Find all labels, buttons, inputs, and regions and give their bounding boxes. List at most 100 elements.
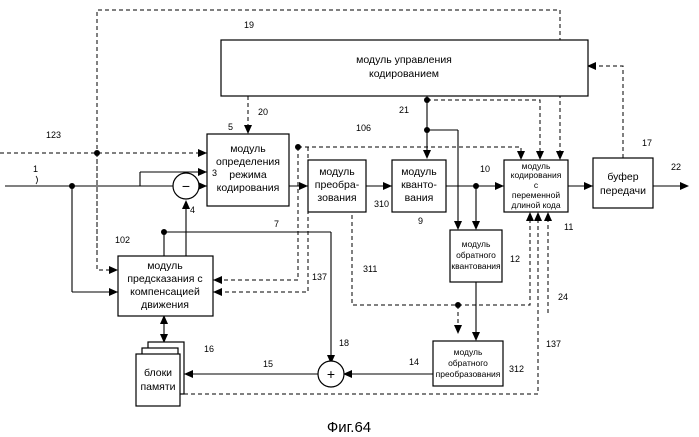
- mode-decision-label-1: модуль: [230, 143, 266, 155]
- ref-310: 310: [374, 199, 389, 209]
- transform-label-3: зования: [317, 192, 356, 204]
- arrow-bottom-up: [534, 212, 542, 221]
- junction-mode: [295, 144, 301, 150]
- ref-11: 11: [564, 222, 573, 232]
- junction-21b: [424, 127, 430, 133]
- ref-5: 5: [228, 122, 233, 132]
- arrow-into-vlc: [495, 182, 504, 190]
- arrow-into-vlc-2: [536, 151, 544, 160]
- ref-12: 12: [510, 254, 520, 264]
- arrow-dashed-into-it: [454, 325, 462, 334]
- subtractor-symbol: −: [182, 178, 190, 194]
- arrow-24-up: [544, 212, 552, 221]
- adder: +: [318, 361, 344, 387]
- arrow-output: [680, 182, 689, 190]
- junction-123: [94, 150, 100, 156]
- tx-buffer-box: [593, 158, 653, 208]
- mode-decision-label-4: кодирования: [217, 182, 280, 194]
- vlc-label-2: кодирования: [511, 170, 562, 180]
- block-memory: блоки памяти: [136, 342, 184, 406]
- subtractor: −: [173, 173, 199, 199]
- quantization-label-2: кванто-: [401, 179, 437, 191]
- arrow-into-transform: [299, 182, 308, 190]
- inverse-transform-label-3: преобразования: [436, 369, 501, 379]
- arrow-into-mode-from-control: [244, 125, 252, 134]
- junction-iq: [455, 302, 461, 308]
- ref-137b: 137: [546, 339, 561, 349]
- vlc-label-4: переменной: [512, 190, 560, 200]
- transform-label-1: модуль: [319, 166, 355, 178]
- block-coding-control: модуль управления кодированием: [221, 40, 588, 96]
- ref-10: 10: [480, 164, 490, 174]
- memory-label-2: памяти: [140, 381, 175, 393]
- ref-311: 311: [363, 264, 377, 274]
- vlc-label-5: длиной кода: [511, 200, 561, 210]
- junction-21a: [424, 97, 430, 103]
- arrow-into-iq-1: [454, 221, 462, 230]
- tx-buffer-label-1: буфер: [607, 171, 638, 183]
- arrow-into-mc-top: [109, 266, 118, 274]
- arrow-into-subtractor-bottom: [182, 200, 190, 209]
- arrow-into-quant-top: [423, 150, 431, 159]
- motion-comp-label-4: движения: [141, 299, 189, 311]
- mode-decision-label-3: режима: [229, 169, 267, 181]
- ref-4: 4: [190, 205, 195, 215]
- ref-312: 312: [509, 364, 524, 374]
- ref-102: 102: [115, 235, 130, 245]
- quantization-label-3: вания: [405, 192, 434, 204]
- ref-137a: 137: [312, 272, 327, 282]
- arrow-into-mode-top: [198, 168, 207, 176]
- junction-input: [69, 183, 75, 189]
- ref-19: 19: [244, 20, 254, 30]
- ref-15: 15: [263, 359, 273, 369]
- ref-106: 106: [356, 123, 371, 133]
- inverse-transform-label-1: модуль: [454, 347, 483, 357]
- block-mode-decision: модуль определения режима кодирования: [207, 134, 289, 206]
- memory-label-1: блоки: [144, 367, 172, 379]
- arrow-123-into-mode: [198, 149, 207, 157]
- arrow-into-quant: [383, 182, 392, 190]
- motion-comp-label-1: модуль: [147, 260, 183, 272]
- arrow-into-mc-right-1: [213, 276, 222, 284]
- ref-9: 9: [418, 216, 423, 226]
- inverse-quant-label-2: обратного: [456, 250, 496, 260]
- figure-caption: Фиг.64: [327, 419, 371, 436]
- block-inverse-transform: модуль обратного преобразования: [433, 341, 503, 386]
- dashed-to-mc: [97, 153, 118, 270]
- ref-7: 7: [274, 219, 279, 229]
- arrow-311-up: [526, 212, 534, 221]
- coding-control-label-1: модуль управления: [356, 54, 452, 66]
- arrow-into-buffer: [584, 182, 593, 190]
- ref-3: 3: [212, 168, 217, 178]
- ref-20: 20: [258, 107, 268, 117]
- arrow-into-mc: [109, 288, 118, 296]
- ref-24: 24: [558, 292, 568, 302]
- arrow-into-iq-2: [472, 221, 480, 230]
- ref-21: 21: [399, 105, 409, 115]
- mode-info-106-line: [298, 147, 521, 158]
- ref-18: 18: [339, 338, 349, 348]
- mode-decision-label-2: определения: [216, 156, 280, 168]
- ref-17: 17: [642, 138, 652, 148]
- coding-control-label-2: кодированием: [369, 68, 439, 80]
- arrow-into-vlc-4: [556, 151, 564, 160]
- block-quantization: модуль кванто- вания: [392, 160, 446, 212]
- ref-1-tick: [36, 176, 38, 184]
- transform-param-311-line: [352, 213, 530, 305]
- ref-123: 123: [46, 130, 61, 140]
- ref-16: 16: [204, 344, 214, 354]
- control-to-vlc-dashed: [427, 100, 540, 158]
- inverse-quant-label-3: квантования: [451, 261, 501, 271]
- inverse-quant-label-1: модуль: [462, 239, 491, 249]
- motion-comp-label-3: компенсацией: [130, 286, 200, 298]
- block-transform: модуль преобра- зования: [308, 160, 366, 212]
- inverse-transform-label-2: обратного: [448, 358, 488, 368]
- block-tx-buffer: буфер передачи: [593, 158, 653, 208]
- adder-symbol: +: [327, 366, 335, 382]
- tx-buffer-label-2: передачи: [600, 185, 646, 197]
- motion-comp-label-2: предсказания с: [127, 273, 202, 285]
- block-vlc: модуль кодирования с переменной длиной к…: [504, 160, 568, 212]
- ref-14: 14: [409, 357, 419, 367]
- arrow-into-mc-right-2: [213, 288, 222, 296]
